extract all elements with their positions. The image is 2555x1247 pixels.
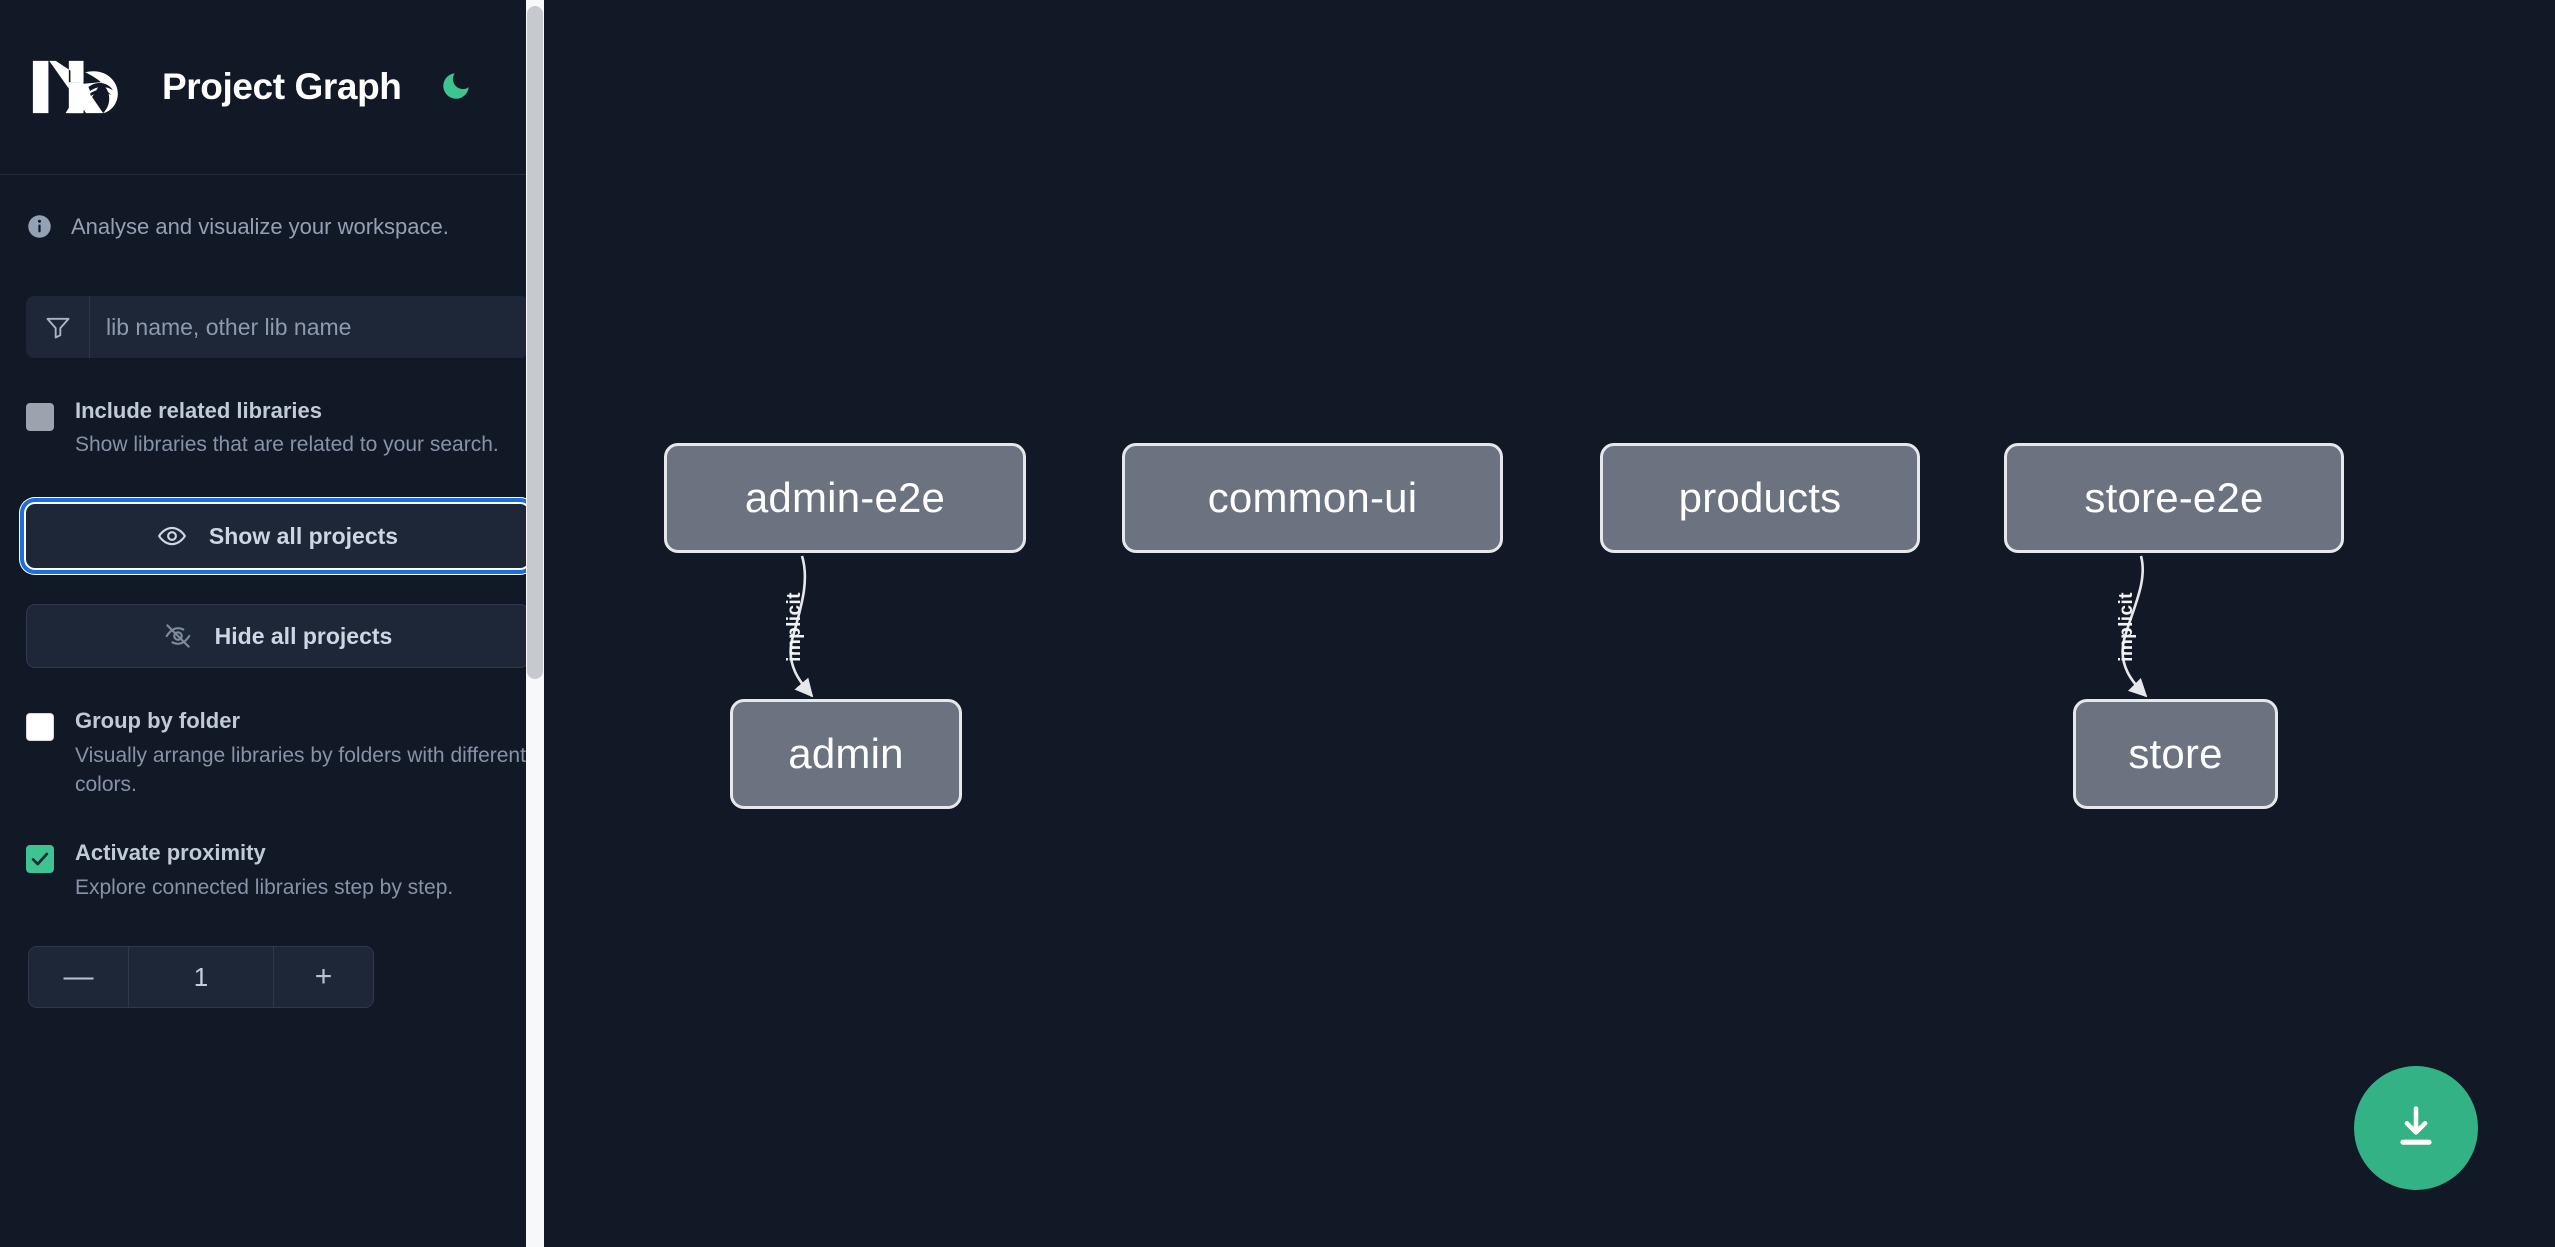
graph-node-store[interactable]: store — [2073, 699, 2278, 809]
option-activate-proximity[interactable]: Activate proximity Explore connected lib… — [26, 840, 529, 902]
checkbox-group-by-folder[interactable] — [26, 713, 54, 742]
option-include-related-libraries[interactable]: Include related libraries Show libraries… — [26, 398, 529, 460]
tagline-row: Analyse and visualize your workspace. — [26, 175, 529, 240]
eye-icon — [157, 521, 187, 551]
graph-canvas[interactable]: admin-e2e admin common-ui products store-e2e… — [555, 0, 2555, 1247]
nx-logo — [28, 54, 126, 120]
proximity-value: 1 — [128, 947, 274, 1008]
theme-toggle-button[interactable] — [435, 66, 477, 108]
graph-node-admin[interactable]: admin — [730, 699, 962, 809]
project-visibility-buttons: Show all projects Hide all projects — [20, 498, 535, 669]
option-label: Group by folder — [75, 708, 240, 734]
option-group-by-folder[interactable]: Group by folder Visually arrange librari… — [26, 708, 529, 800]
page-title: Project Graph — [162, 66, 402, 107]
search-box[interactable] — [26, 296, 529, 358]
proximity-stepper: — 1 + — [28, 946, 374, 1009]
option-description: Explore connected libraries step by step… — [75, 875, 454, 899]
check-icon — [31, 852, 49, 866]
sidebar-scrollbar-thumb[interactable] — [527, 6, 543, 679]
graph-edge-label-store-e2e__store: implicit — [2115, 592, 2137, 662]
show-all-projects-button[interactable]: Show all projects — [20, 498, 535, 575]
sidebar-header: Project Graph — [0, 0, 555, 175]
graph-node-admin-e2e[interactable]: admin-e2e — [664, 443, 1026, 553]
sidebar: Project Graph Analyse and v — [0, 0, 555, 1247]
moon-icon — [439, 69, 473, 106]
graph-edge-store-e2e__store — [2121, 555, 2148, 698]
graph-edges — [789, 555, 2148, 698]
eye-off-icon — [163, 621, 193, 651]
show-all-projects-label: Show all projects — [208, 522, 399, 549]
sidebar-scrollbar[interactable] — [526, 0, 544, 1247]
info-icon — [26, 213, 53, 240]
graph-node-common-ui[interactable]: common-ui — [1122, 443, 1503, 553]
checkbox-activate-proximity[interactable] — [26, 845, 54, 874]
download-icon — [2390, 1101, 2442, 1156]
option-label: Activate proximity — [75, 840, 266, 866]
sidebar-body: Analyse and visualize your workspace. In… — [0, 175, 555, 1009]
sidebar-edge — [544, 0, 555, 1247]
proximity-increment-button[interactable]: + — [274, 947, 373, 1008]
option-description: Visually arrange libraries by folders wi… — [75, 743, 526, 797]
hide-all-projects-button[interactable]: Hide all projects — [26, 604, 529, 669]
download-graph-button[interactable] — [2354, 1066, 2478, 1190]
hide-all-projects-label: Hide all projects — [214, 622, 393, 649]
checkbox-include-related-libraries[interactable] — [26, 403, 54, 431]
graph-edge-admin-e2e__admin — [789, 555, 814, 698]
proximity-decrement-button[interactable]: — — [29, 947, 128, 1008]
graph-edge-label-admin-e2e__admin: implicit — [783, 592, 805, 662]
filter-icon — [26, 296, 90, 358]
tagline-text: Analyse and visualize your workspace. — [71, 213, 449, 239]
option-label: Include related libraries — [75, 398, 322, 423]
option-description: Show libraries that are related to your … — [75, 433, 499, 457]
graph-node-store-e2e[interactable]: store-e2e — [2004, 443, 2344, 553]
search-input[interactable] — [90, 296, 529, 358]
graph-node-products[interactable]: products — [1600, 443, 1920, 553]
